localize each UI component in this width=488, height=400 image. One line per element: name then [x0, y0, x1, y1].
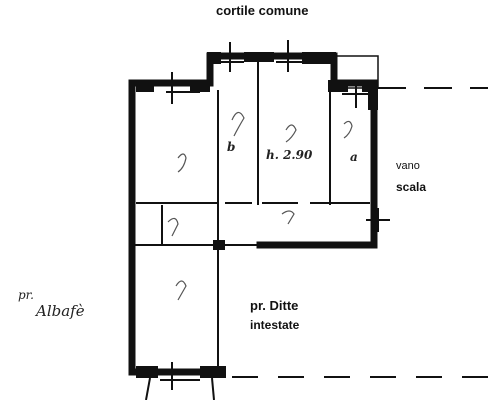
owners-label-1: pr. Ditte [250, 298, 299, 313]
owners-label-2: intestate [250, 318, 300, 332]
internal-walls [132, 60, 370, 372]
pencil-marks [167, 111, 353, 301]
wall-blocks [136, 52, 378, 378]
stair-label-1: vano [396, 160, 420, 172]
neighbor-name: Albafè [36, 302, 85, 320]
window-marks [145, 40, 390, 400]
dashed-boundary-lines [232, 87, 488, 378]
room-mark-a: a [350, 150, 358, 164]
neighbor-prefix: pr. [18, 288, 34, 302]
stair-label-2: scala [396, 180, 427, 194]
courtyard-label: cortile comune [216, 3, 309, 18]
room-mark-b: b [227, 140, 236, 154]
room-height: h. 2.90 [266, 148, 313, 162]
